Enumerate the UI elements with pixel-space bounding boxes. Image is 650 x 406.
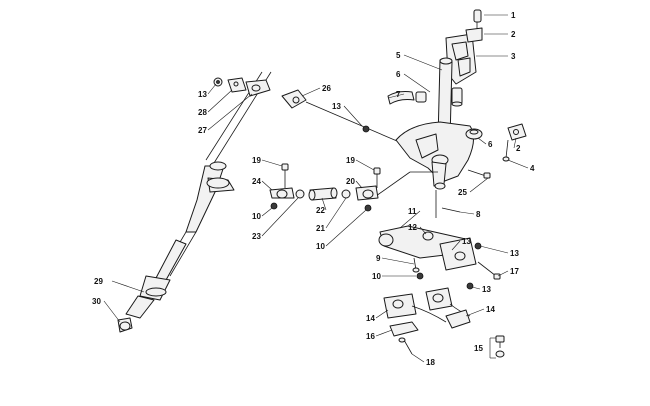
callout-10-left: 10 [252,212,261,221]
nut-13-lower [466,282,474,290]
callout-2-right: 2 [516,144,521,153]
callout-10-lower: 10 [372,272,381,281]
nut-10-right [364,204,372,212]
callout-25: 25 [458,188,467,197]
callout-1: 1 [511,11,516,20]
callout-13-right: 13 [510,249,519,258]
callout-28: 28 [198,108,207,117]
clamp-28 [227,77,247,93]
callout-11: 11 [408,207,417,216]
callout-29: 29 [94,277,103,286]
callout-5: 5 [396,51,401,60]
callout-13-upper-left: 13 [198,90,207,99]
cap-set-15 [489,335,505,359]
link-rod-to-lower [375,171,438,197]
callout-labels: 1 2 3 5 6 7 2 6 4 25 8 26 13 28 27 13 19… [92,11,535,367]
callout-2: 2 [511,30,516,39]
callout-19-left: 19 [252,156,261,165]
callout-15: 15 [474,344,483,353]
jam-nut-21 [341,189,351,199]
callout-18: 18 [426,358,435,367]
callout-6-upper: 6 [396,70,401,79]
steering-post-29 [125,71,272,319]
callout-4: 4 [530,164,535,173]
callout-22: 22 [316,206,325,215]
clamp-cap-2-top [465,27,483,43]
callout-9: 9 [376,254,381,263]
bolt-19-right [373,167,381,188]
callout-16: 16 [366,332,375,341]
callout-17: 17 [510,267,519,276]
callout-23: 23 [252,232,261,241]
rod-end-24 [269,187,295,199]
callout-20: 20 [346,177,355,186]
retainer-7 [387,91,427,105]
bracket-27 [245,79,271,97]
leader-lines [103,14,529,363]
bushing-6-lower [465,128,483,140]
jam-nut-23 [295,189,305,199]
bolt-4 [502,139,510,162]
callout-21: 21 [316,224,325,233]
callout-14-right: 14 [486,305,495,314]
callout-6-lower: 6 [488,140,493,149]
bolt-17 [477,261,501,280]
callout-19-right: 19 [346,156,355,165]
callout-7: 7 [396,90,401,99]
nut-10-lower [416,272,424,280]
bolt-25 [467,169,491,179]
tie-rod-end-26 [281,89,307,109]
callout-27: 27 [198,126,207,135]
tie-rod-22 [308,187,338,201]
callout-24: 24 [252,177,261,186]
nut-10-left [270,202,278,210]
lever-assembly-14-right [425,287,471,329]
post-end-nut-30 [117,317,133,333]
steering-shaft-5 [437,57,453,141]
bolt-9 [412,257,420,273]
screw-18 [398,337,413,355]
callout-13-lower: 13 [482,285,491,294]
bolt-1 [473,9,482,30]
clamp-cap-2-right [507,123,527,141]
nut-13-mid [362,125,370,133]
pad-16 [389,321,419,337]
lever-assembly-14-left [383,293,447,323]
riser-block-3 [445,33,477,85]
rod-end-20 [355,185,379,201]
steering-support-frame [395,121,474,190]
bushing-12 [422,231,434,241]
callout-14-left: 14 [366,314,375,323]
callout-12: 12 [408,223,417,232]
callout-13-mid: 13 [332,102,341,111]
steering-arm-11 [378,225,477,271]
callout-8: 8 [476,210,481,219]
callout-10-right: 10 [316,242,325,251]
pin-8 [435,190,461,218]
callout-30: 30 [92,297,101,306]
callout-13-arm: 13 [462,237,471,246]
bushing-6-upper [451,87,463,107]
callout-26: 26 [322,84,331,93]
callout-3: 3 [511,52,516,61]
bolt-19-left [281,163,289,188]
